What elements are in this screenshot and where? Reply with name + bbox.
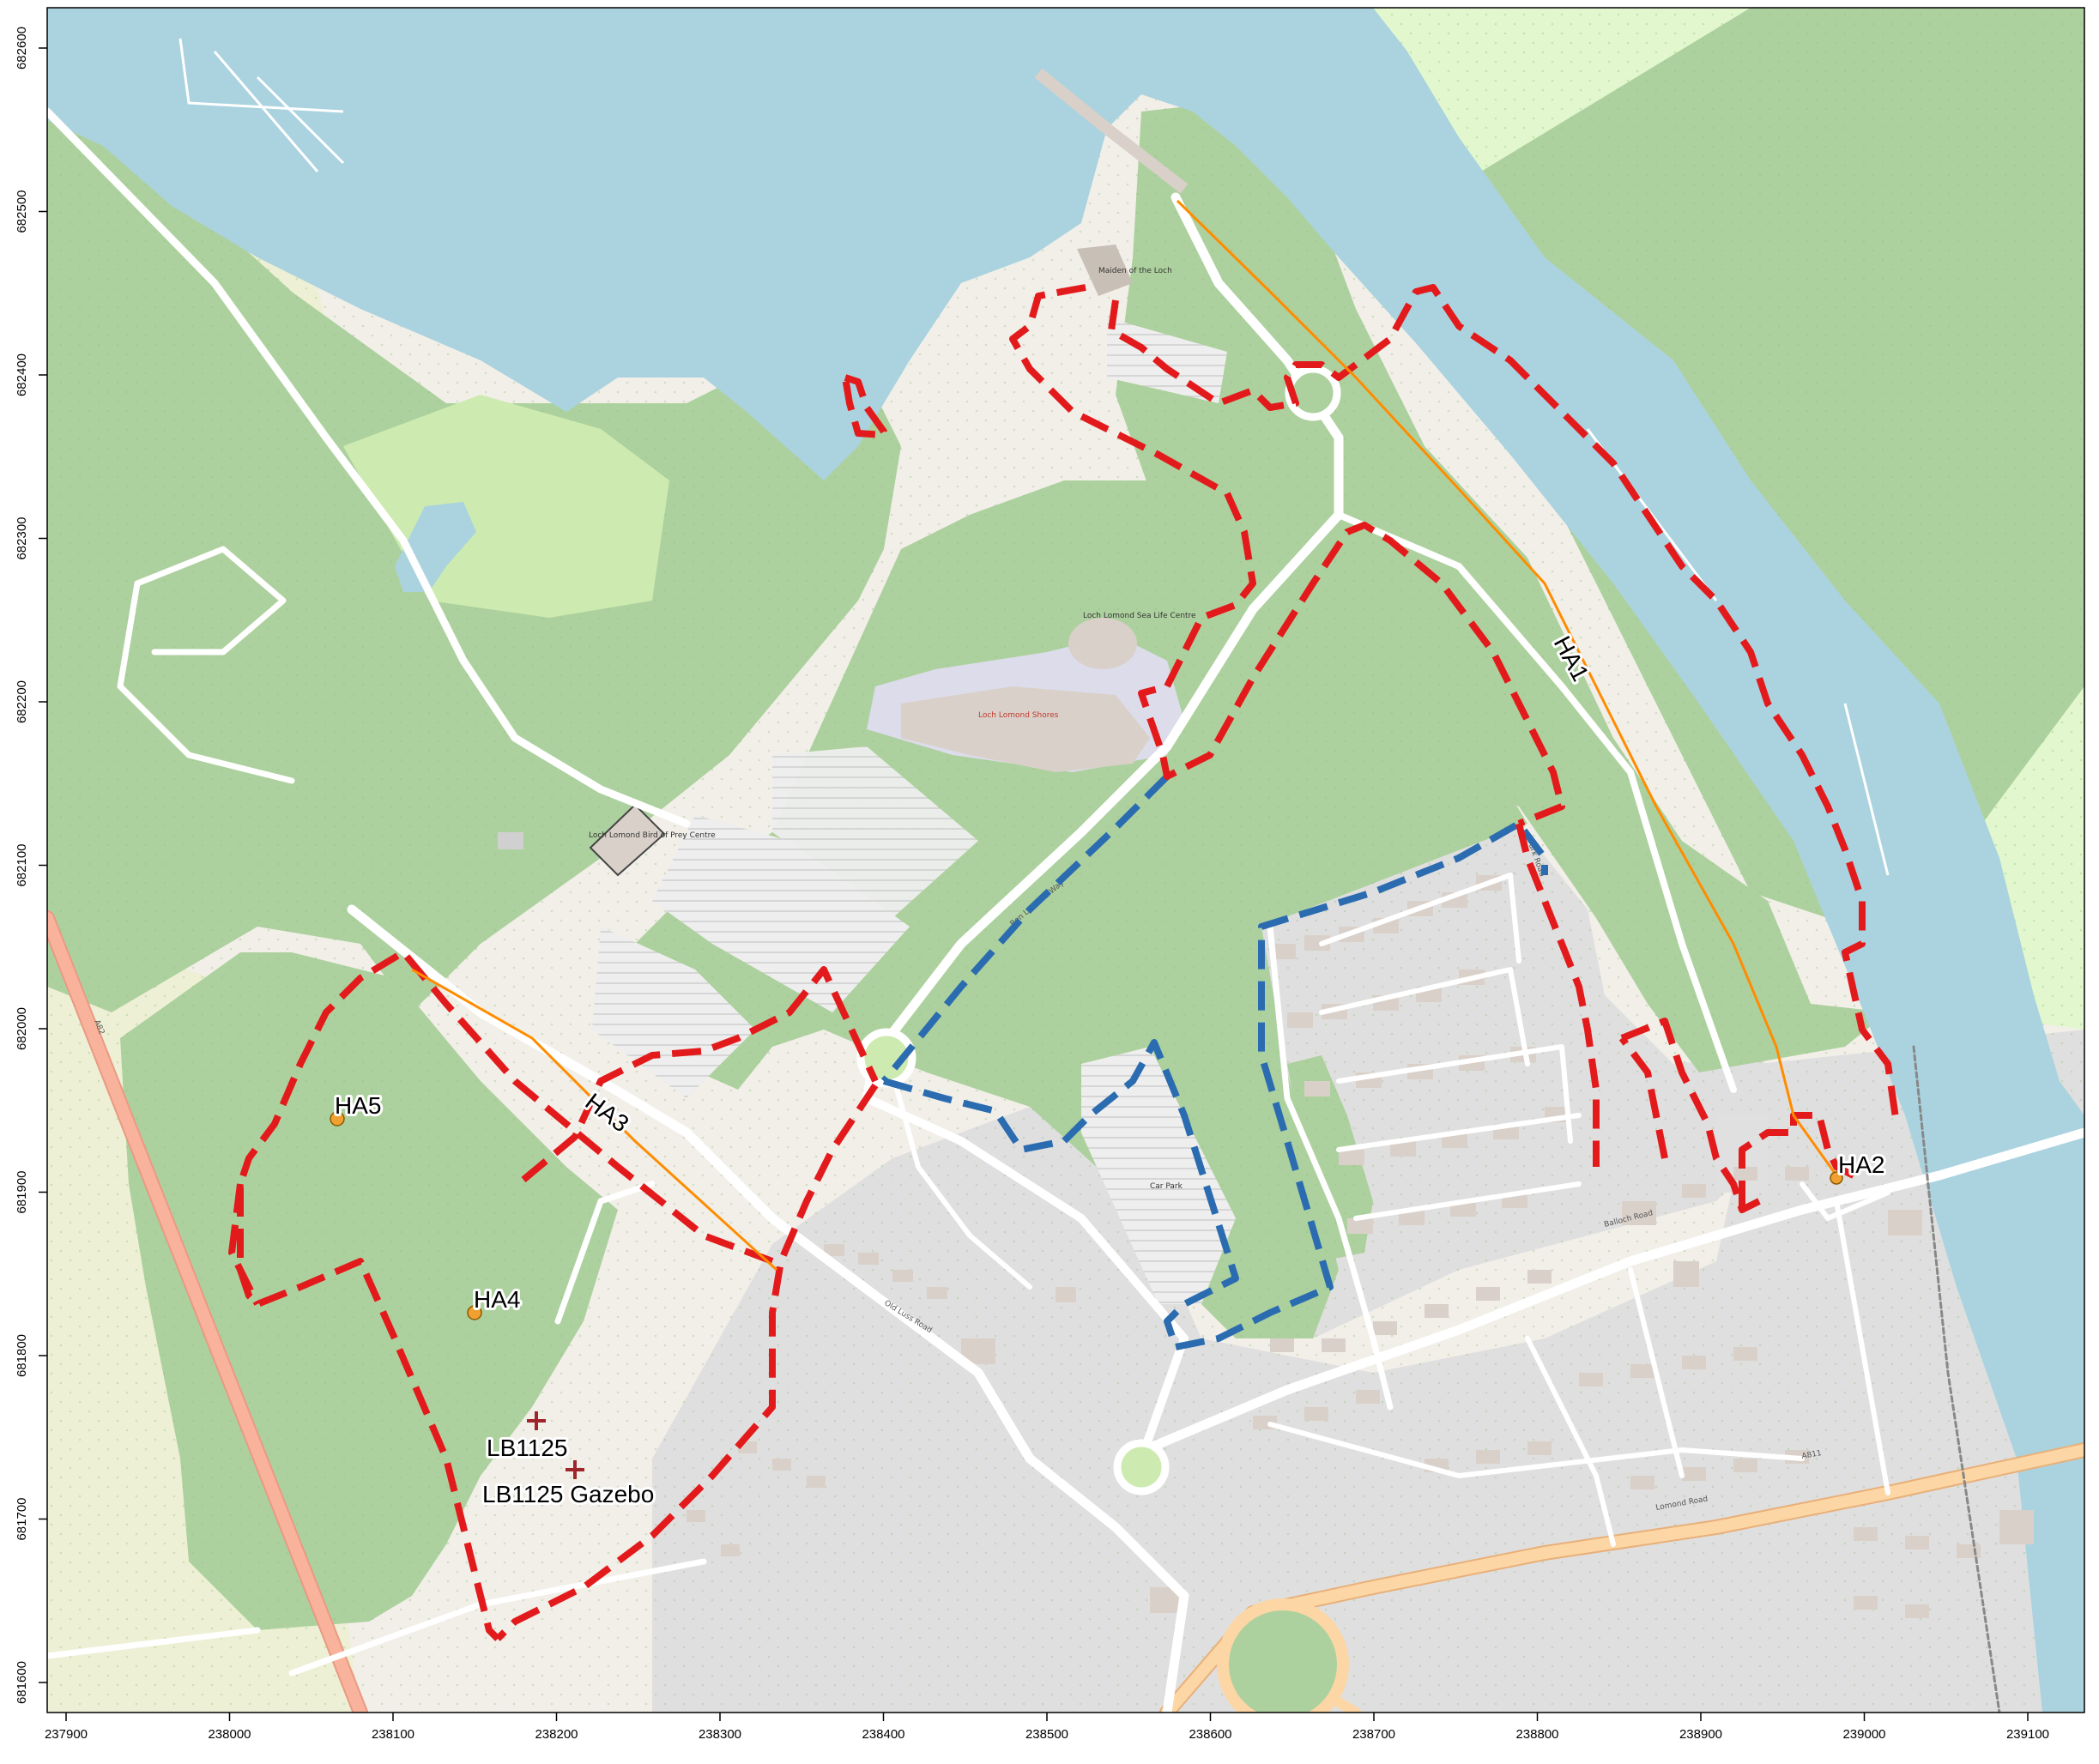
- x-tick-label: 238300: [699, 1727, 741, 1742]
- buildings: [687, 875, 2034, 1618]
- x-tick-label: 238100: [372, 1727, 414, 1742]
- loch-lomond-water: [47, 8, 2084, 1713]
- ha4-label: HA4: [474, 1286, 520, 1313]
- y-tick-label: 682400: [15, 353, 29, 396]
- lb1125-gazebo-cross-icon: [566, 1460, 584, 1479]
- x-tick-label: 239100: [2006, 1727, 2049, 1742]
- roundabout-old-luss: [1113, 1439, 1170, 1495]
- x-tick-label: 238000: [208, 1727, 251, 1742]
- red-boundary-ha3-ha4: [495, 1083, 879, 1641]
- bird-of-prey-label: Loch Lomond Bird of Prey Centre: [589, 831, 716, 840]
- river-leven: [1957, 1012, 2025, 1115]
- red-boundary-south-park: [1618, 1036, 1668, 1159]
- x-tick-label: 238800: [1515, 1727, 1558, 1742]
- y-tick-label: 681600: [15, 1661, 29, 1704]
- ha2-marker: [1830, 1171, 1843, 1185]
- y-tick-label: 682200: [15, 680, 29, 723]
- red-boundary-ha5-edge: [228, 1183, 261, 1306]
- y-tick-label: 681700: [15, 1497, 29, 1540]
- y-tick-label: 681800: [15, 1334, 29, 1377]
- orange-routes: [411, 199, 1838, 1272]
- maiden-label: Maiden of the Loch: [1098, 267, 1172, 275]
- lb1125-gazebo-label: LB1125 Gazebo: [482, 1481, 654, 1507]
- y-tick-label: 682500: [15, 190, 29, 233]
- red-boundary-north-car-park: [1108, 284, 1900, 1125]
- x-tick-label: 238900: [1679, 1727, 1722, 1742]
- a811-label: A811: [1801, 1449, 1823, 1461]
- blue-boundary-car-park: [882, 820, 1548, 1350]
- map-border: [46, 7, 2085, 1713]
- sea-life-label: Loch Lomond Sea Life Centre: [1083, 612, 1196, 620]
- x-tick-label: 238400: [862, 1727, 904, 1742]
- x-tick-label: 238500: [1025, 1727, 1068, 1742]
- y-tick-label: 682600: [15, 27, 29, 69]
- x-tick-label: 238200: [535, 1727, 578, 1742]
- roundabout-a811: [1217, 1598, 1349, 1713]
- blue-boundary: [880, 774, 1548, 1350]
- ha4-marker: [467, 1305, 482, 1320]
- ha2-label: HA2: [1838, 1151, 1884, 1178]
- grey-block: [498, 832, 523, 849]
- x-tick-label: 237900: [45, 1727, 88, 1742]
- x-tick-label: 238600: [1189, 1727, 1231, 1742]
- car-park-label: Car Park: [1150, 1182, 1183, 1191]
- ha5-marker: [330, 1111, 345, 1127]
- y-tick-label: 682300: [15, 517, 29, 559]
- red-boundary-shores: [1009, 284, 1565, 827]
- route-ha3: [411, 968, 778, 1272]
- red-boundary-small-north: [842, 374, 887, 438]
- shores-building: [901, 686, 1150, 772]
- red-boundary-balloch: [1515, 823, 1600, 1167]
- y-tick-label: 681900: [15, 1170, 29, 1213]
- x-axis: 237900 238000 238100 238200 238300 238400 2385…: [45, 1713, 2049, 1742]
- red-boundaries: [228, 284, 1900, 1641]
- y-axis: 682600 682500 682400 682300 682200 682100 6820…: [15, 27, 47, 1704]
- maiden-of-the-loch-island: [1077, 245, 1133, 296]
- red-boundary-park-road: [1620, 1018, 1761, 1213]
- basemap: Loch Lomond Shores Loch Lomond Sea Life …: [47, 8, 2084, 1713]
- x-tick-label: 238700: [1352, 1727, 1395, 1742]
- loch-lomond-shores-label: Loch Lomond Shores: [978, 711, 1059, 720]
- red-boundary-west-car-park: [521, 966, 879, 1183]
- ha5-label: HA5: [335, 1092, 381, 1119]
- blue-boundary-ben-lomond-way: [880, 774, 1170, 1084]
- roundabout-north: [1285, 365, 1341, 421]
- y-tick-label: 682100: [15, 843, 29, 886]
- pier: [1034, 68, 1189, 194]
- lb1125-label: LB1125: [487, 1435, 567, 1461]
- sea-life-centre: [1068, 618, 1137, 669]
- bird-of-prey-centre: [589, 803, 666, 877]
- route-ha1: [1176, 199, 1838, 1176]
- red-boundary-ha5: [237, 949, 774, 1641]
- heritage-markers: [330, 1111, 1843, 1479]
- lb1125-cross-icon: [527, 1411, 546, 1430]
- y-tick-label: 682000: [15, 1007, 29, 1050]
- x-tick-label: 239000: [1842, 1727, 1885, 1742]
